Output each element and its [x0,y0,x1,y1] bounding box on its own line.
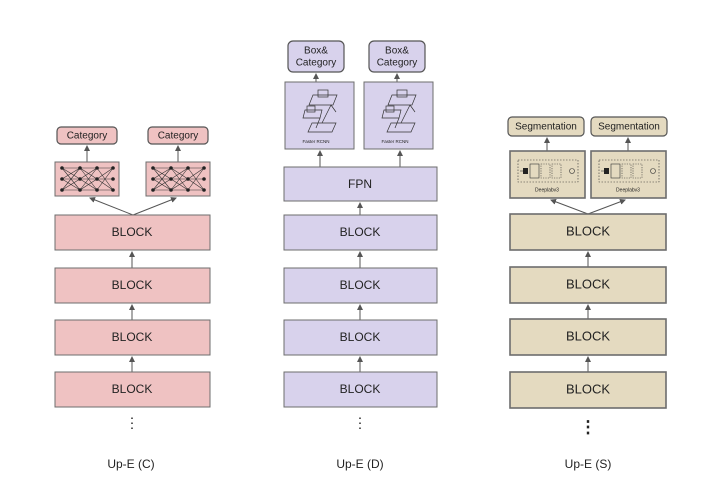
svg-text:BLOCK: BLOCK [112,330,153,344]
svg-text:Deeplabv3: Deeplabv3 [616,187,640,193]
svg-text:Faster RCNN: Faster RCNN [302,139,329,144]
svg-text:Box&: Box& [385,46,409,57]
caption-up-e-s: Up-E (S) [565,457,612,471]
svg-text:Category: Category [377,58,418,69]
caption-up-e-d: Up-E (D) [336,457,383,471]
ellipsis-d: ⋮ [353,415,367,431]
deeplabv3-head-right-icon: Deeplabv3 [590,150,667,199]
svg-text:BLOCK: BLOCK [112,382,153,396]
deeplabv3-head-left-icon: Deeplabv3 [509,150,586,199]
svg-text:BLOCK: BLOCK [566,223,610,238]
svg-text:Deeplabv3: Deeplabv3 [535,187,559,193]
svg-text:Segmentation: Segmentation [598,122,660,133]
block-c-3: BLOCK [54,319,211,356]
svg-text:BLOCK: BLOCK [566,381,610,396]
ellipsis-c: ⋮ [125,415,139,431]
faster-rcnn-head-left-icon: Faster RCNN [284,81,355,150]
block-s-4: BLOCK [509,371,667,409]
segmentation-output-left: Segmentation [507,116,585,137]
block-d-4: BLOCK [283,371,438,408]
column-up-e-d: Box& Category Box& Category Faster RCNN [283,40,438,471]
box-category-output-right: Box& Category [368,40,426,73]
svg-text:BLOCK: BLOCK [340,382,381,396]
block-s-3: BLOCK [509,318,667,356]
block-s-2: BLOCK [509,266,667,304]
svg-text:BLOCK: BLOCK [112,278,153,292]
block-c-1: BLOCK [54,214,211,251]
svg-text:Category: Category [67,131,108,142]
svg-text:BLOCK: BLOCK [340,330,381,344]
fpn-neck: FPN [283,166,438,202]
segmentation-output-right: Segmentation [590,116,668,137]
block-c-2: BLOCK [54,267,211,304]
block-d-2: BLOCK [283,267,438,304]
column-up-e-s: Segmentation Segmentation Deeplabv3 [507,116,668,471]
svg-text:Category: Category [158,131,199,142]
box-category-output-left: Box& Category [287,40,345,73]
svg-text:Faster RCNN: Faster RCNN [381,139,408,144]
category-output-right: Category [147,126,209,145]
svg-text:FPN: FPN [348,177,372,191]
svg-text:BLOCK: BLOCK [566,276,610,291]
svg-text:BLOCK: BLOCK [340,225,381,239]
mlp-head-right-icon [145,161,211,197]
block-s-1: BLOCK [509,213,667,251]
category-output-left: Category [56,126,118,145]
svg-text:BLOCK: BLOCK [112,225,153,239]
ellipsis-s: ⋮ [580,417,597,436]
column-up-e-c: Category Category [54,126,211,471]
svg-text:BLOCK: BLOCK [566,328,610,343]
faster-rcnn-head-right-icon: Faster RCNN [363,81,434,150]
mlp-head-left-icon [54,161,120,197]
svg-text:Box&: Box& [304,46,328,57]
caption-up-e-c: Up-E (C) [107,457,154,471]
svg-text:Segmentation: Segmentation [515,122,577,133]
svg-text:Category: Category [296,58,337,69]
svg-text:BLOCK: BLOCK [340,278,381,292]
block-d-3: BLOCK [283,319,438,356]
block-d-1: BLOCK [283,214,438,251]
block-c-4: BLOCK [54,371,211,408]
